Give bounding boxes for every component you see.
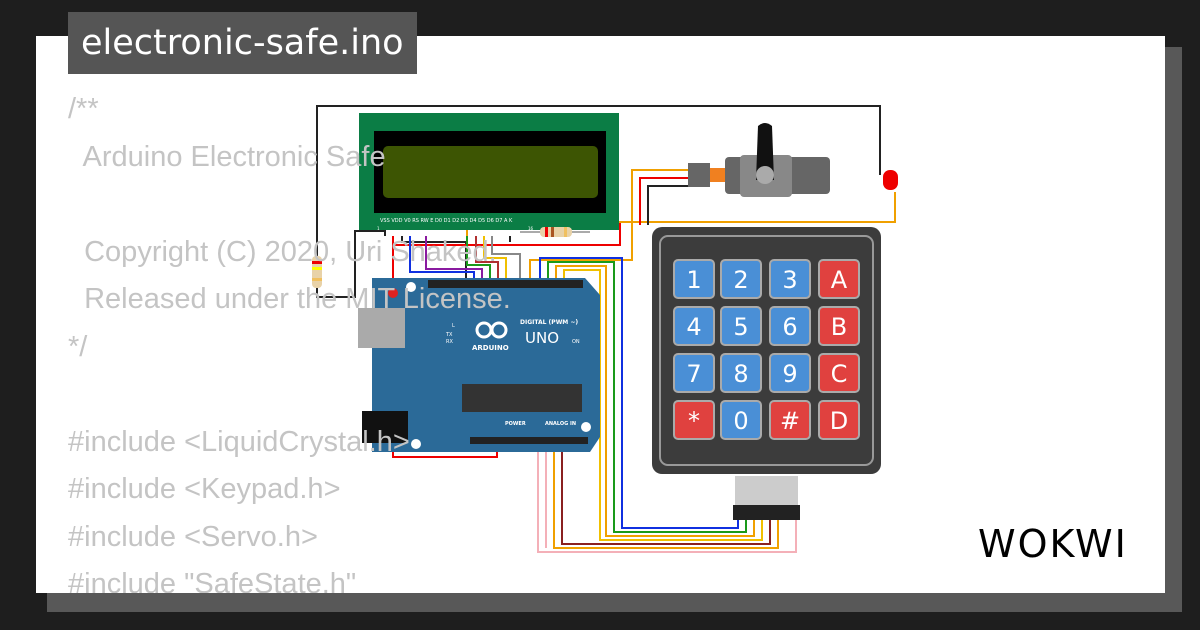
key-label: A bbox=[831, 266, 848, 294]
key-cap[interactable] bbox=[818, 259, 860, 299]
wire-orange-kp bbox=[555, 265, 755, 537]
l-label: L bbox=[452, 323, 455, 329]
wire-orange-a bbox=[553, 445, 779, 549]
key-cap[interactable] bbox=[818, 306, 860, 346]
key-0[interactable]: 0 bbox=[720, 400, 762, 440]
arduino-logo-icon bbox=[475, 321, 508, 339]
key-label: B bbox=[831, 313, 847, 341]
key-cap[interactable] bbox=[769, 400, 811, 440]
key-cap[interactable] bbox=[818, 400, 860, 440]
wire-black-top bbox=[316, 105, 881, 258]
key-cap[interactable] bbox=[720, 306, 762, 346]
red-led bbox=[883, 170, 898, 190]
on-label: ON bbox=[572, 339, 580, 345]
wire-green-kp bbox=[547, 261, 747, 533]
wire-red-servo bbox=[639, 177, 688, 225]
key-cap[interactable] bbox=[720, 400, 762, 440]
wire-purple-e bbox=[425, 236, 483, 282]
analog-label: ANALOG IN bbox=[545, 421, 576, 427]
file-title: electronic-safe.ino bbox=[68, 12, 417, 74]
keypad: 1 2 3 A 4 5 6 B 7 8 9 C * 0 # D bbox=[652, 227, 881, 520]
key-B[interactable]: B bbox=[818, 306, 860, 346]
wire-pink-a bbox=[537, 445, 797, 553]
wires bbox=[316, 105, 896, 553]
wire-yellow-d6 bbox=[483, 236, 507, 282]
key-label: 1 bbox=[686, 266, 701, 294]
key-label: 5 bbox=[733, 313, 748, 341]
key-5[interactable]: 5 bbox=[720, 306, 762, 346]
wire-black-rw bbox=[401, 236, 467, 280]
key-label: # bbox=[780, 407, 800, 435]
key-A[interactable]: A bbox=[818, 259, 860, 299]
wire-brown-d5 bbox=[475, 236, 499, 282]
key-7[interactable]: 7 bbox=[673, 353, 715, 393]
key-3[interactable]: 3 bbox=[769, 259, 811, 299]
tx-label: TX bbox=[445, 332, 453, 338]
key-cap[interactable] bbox=[720, 353, 762, 393]
key-C[interactable]: C bbox=[818, 353, 860, 393]
key-cap[interactable] bbox=[769, 306, 811, 346]
wire-black-servo bbox=[647, 185, 688, 225]
key-label: 9 bbox=[782, 360, 797, 388]
key-2[interactable]: 2 bbox=[720, 259, 762, 299]
lcd-pin-last: 16 bbox=[528, 226, 534, 231]
arduino-uno: DIGITAL (PWM ~) ARDUINO UNO ON TX RX L P… bbox=[358, 278, 600, 452]
wire-brown-kp bbox=[561, 445, 771, 545]
wire-green-d4 bbox=[466, 236, 491, 282]
wire-blue-rs bbox=[409, 236, 475, 282]
key-label: * bbox=[688, 407, 700, 435]
wire-orange-servo bbox=[529, 169, 688, 282]
key-label: 0 bbox=[733, 407, 748, 435]
arduino-brand: ARDUINO bbox=[472, 344, 509, 352]
resistor-backlight bbox=[520, 227, 590, 237]
resistor-contrast bbox=[312, 256, 322, 288]
key-cap[interactable] bbox=[673, 400, 715, 440]
key-#[interactable]: # bbox=[769, 400, 811, 440]
servo-motor bbox=[688, 123, 830, 197]
arduino-model: UNO bbox=[525, 329, 559, 347]
power-label: POWER bbox=[505, 421, 526, 427]
wire-black-gnd bbox=[316, 230, 386, 298]
digital-label: DIGITAL (PWM ~) bbox=[520, 319, 578, 326]
key-9[interactable]: 9 bbox=[769, 353, 811, 393]
key-cap[interactable] bbox=[673, 353, 715, 393]
key-label: 2 bbox=[733, 266, 748, 294]
key-6[interactable]: 6 bbox=[769, 306, 811, 346]
key-cap[interactable] bbox=[769, 353, 811, 393]
key-cap[interactable] bbox=[818, 353, 860, 393]
rx-label: RX bbox=[446, 339, 453, 345]
key-4[interactable]: 4 bbox=[673, 306, 715, 346]
lcd-pin-labels: VSS VDD V0 RS RW E D0 D1 D2 D3 D4 D5 D6 … bbox=[380, 218, 513, 224]
lcd-pin-first: 1 bbox=[377, 226, 380, 231]
lcd-display: VSS VDD V0 RS RW E D0 D1 D2 D3 D4 D5 D6 … bbox=[359, 113, 619, 231]
key-label: C bbox=[831, 360, 848, 388]
key-D[interactable]: D bbox=[818, 400, 860, 440]
key-cap[interactable] bbox=[673, 259, 715, 299]
key-label: D bbox=[830, 407, 848, 435]
key-cap[interactable] bbox=[720, 259, 762, 299]
key-label: 3 bbox=[782, 266, 797, 294]
key-*[interactable]: * bbox=[673, 400, 715, 440]
key-cap[interactable] bbox=[673, 306, 715, 346]
wokwi-logo: WOKWI bbox=[978, 522, 1128, 566]
key-label: 8 bbox=[733, 360, 748, 388]
key-8[interactable]: 8 bbox=[720, 353, 762, 393]
key-cap[interactable] bbox=[769, 259, 811, 299]
wire-gray-d7 bbox=[491, 236, 521, 282]
key-label: 6 bbox=[782, 313, 797, 341]
key-label: 7 bbox=[686, 360, 701, 388]
wire-blue-kp bbox=[539, 257, 739, 529]
key-label: 4 bbox=[686, 313, 701, 341]
key-1[interactable]: 1 bbox=[673, 259, 715, 299]
